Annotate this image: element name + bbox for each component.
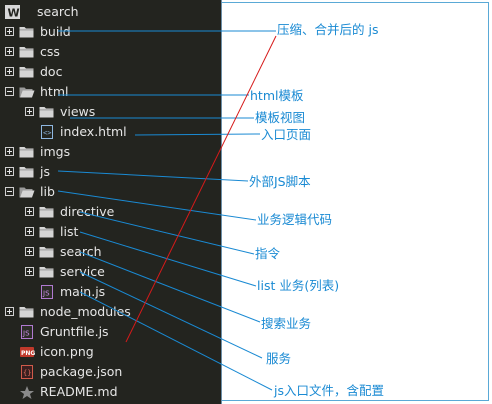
svg-text:JS: JS: [22, 330, 30, 338]
folder-icon: [39, 247, 54, 258]
annotation-index: 入口页面: [261, 127, 312, 142]
annotation-list: list 业务(列表): [257, 278, 340, 293]
expand-icon[interactable]: [5, 47, 14, 56]
leader-line-mainjs: [79, 291, 273, 391]
tree-item-label: views: [60, 104, 96, 119]
red-diagonal-line: [125, 35, 277, 343]
tree-item-label: js: [40, 164, 50, 179]
png-file-icon: PNG: [20, 347, 35, 357]
leader-line-js: [57, 170, 249, 182]
expand-icon[interactable]: [25, 107, 34, 116]
tree-item-label: doc: [40, 64, 63, 79]
svg-text:PNG: PNG: [21, 350, 35, 357]
tree-item-label: README.md: [40, 384, 118, 399]
expand-icon[interactable]: [25, 247, 34, 256]
expand-icon[interactable]: [5, 147, 14, 156]
expand-icon[interactable]: [5, 307, 14, 316]
tree-item-label: search: [60, 244, 102, 259]
svg-text:<>: <>: [43, 129, 51, 137]
expand-icon[interactable]: [5, 67, 14, 76]
tree-item-label: Gruntfile.js: [40, 324, 109, 339]
tree-item-label: index.html: [60, 124, 127, 139]
annotation-search: 搜索业务: [261, 316, 312, 331]
js-file-icon: JS: [41, 285, 53, 299]
tree-item-label: package.json: [40, 364, 123, 379]
leader-line-search: [79, 251, 261, 323]
folder-open-icon: [19, 187, 35, 198]
js-file-icon: JS: [21, 325, 33, 339]
annotation-views: 模板视图: [255, 110, 306, 125]
folder-icon: [39, 107, 54, 118]
expand-icon[interactable]: [25, 227, 34, 236]
tree-item-label: imgs: [40, 144, 71, 159]
tree-root-label: search: [37, 4, 79, 19]
leader-line-directive: [79, 211, 255, 255]
tree-item-label: main.js: [60, 284, 106, 299]
annotation-frame: [222, 2, 489, 401]
tree-item-label: icon.png: [40, 344, 94, 359]
collapse-icon[interactable]: [5, 87, 14, 96]
annotation-service: 服务: [266, 351, 292, 366]
leader-line-list: [79, 231, 257, 287]
folder-open-icon: [19, 87, 35, 98]
svg-text:{}: {}: [23, 369, 31, 377]
svg-text:JS: JS: [42, 290, 50, 298]
tree-item-label: node_modules: [40, 304, 131, 319]
tree-item-label: css: [40, 44, 60, 59]
tree-item-label: build: [40, 24, 71, 39]
annotation-mainjs: js入口文件，含配置: [274, 383, 384, 398]
tree-item-label: service: [60, 264, 105, 279]
folder-icon: [19, 67, 34, 78]
folder-icon: [19, 27, 34, 38]
annotation-js: 外部JS脚本: [249, 174, 311, 189]
folder-icon: [39, 227, 54, 238]
annotation-build: 压缩、合并后的 js: [277, 22, 379, 37]
star-icon: [20, 386, 34, 399]
expand-icon[interactable]: [25, 207, 34, 216]
html-file-icon: <>: [41, 125, 53, 139]
folder-icon: [39, 207, 54, 218]
leader-line-service: [79, 271, 263, 359]
leader-line-lib: [57, 190, 257, 221]
annotation-directive: 指令: [255, 246, 281, 261]
panel-divider: [221, 0, 222, 404]
tree-item-label: list: [60, 224, 79, 239]
folder-icon: [39, 267, 54, 278]
annotation-html: html模板: [250, 88, 304, 103]
expand-icon[interactable]: [5, 167, 14, 176]
annotation-lib: 业务逻辑代码: [257, 212, 333, 227]
folder-icon: [19, 47, 34, 58]
expand-icon[interactable]: [25, 267, 34, 276]
leader-line-index: [134, 133, 261, 136]
svg-text:W: W: [8, 7, 20, 20]
collapse-icon[interactable]: [5, 187, 14, 196]
folder-icon: [19, 307, 34, 318]
expand-icon[interactable]: [5, 27, 14, 36]
project-icon: W: [5, 5, 20, 20]
tree-item-label: directive: [60, 204, 115, 219]
folder-icon: [19, 147, 34, 158]
tree-item-label: lib: [40, 184, 55, 199]
json-file-icon: {}: [21, 365, 33, 379]
folder-icon: [19, 167, 34, 178]
